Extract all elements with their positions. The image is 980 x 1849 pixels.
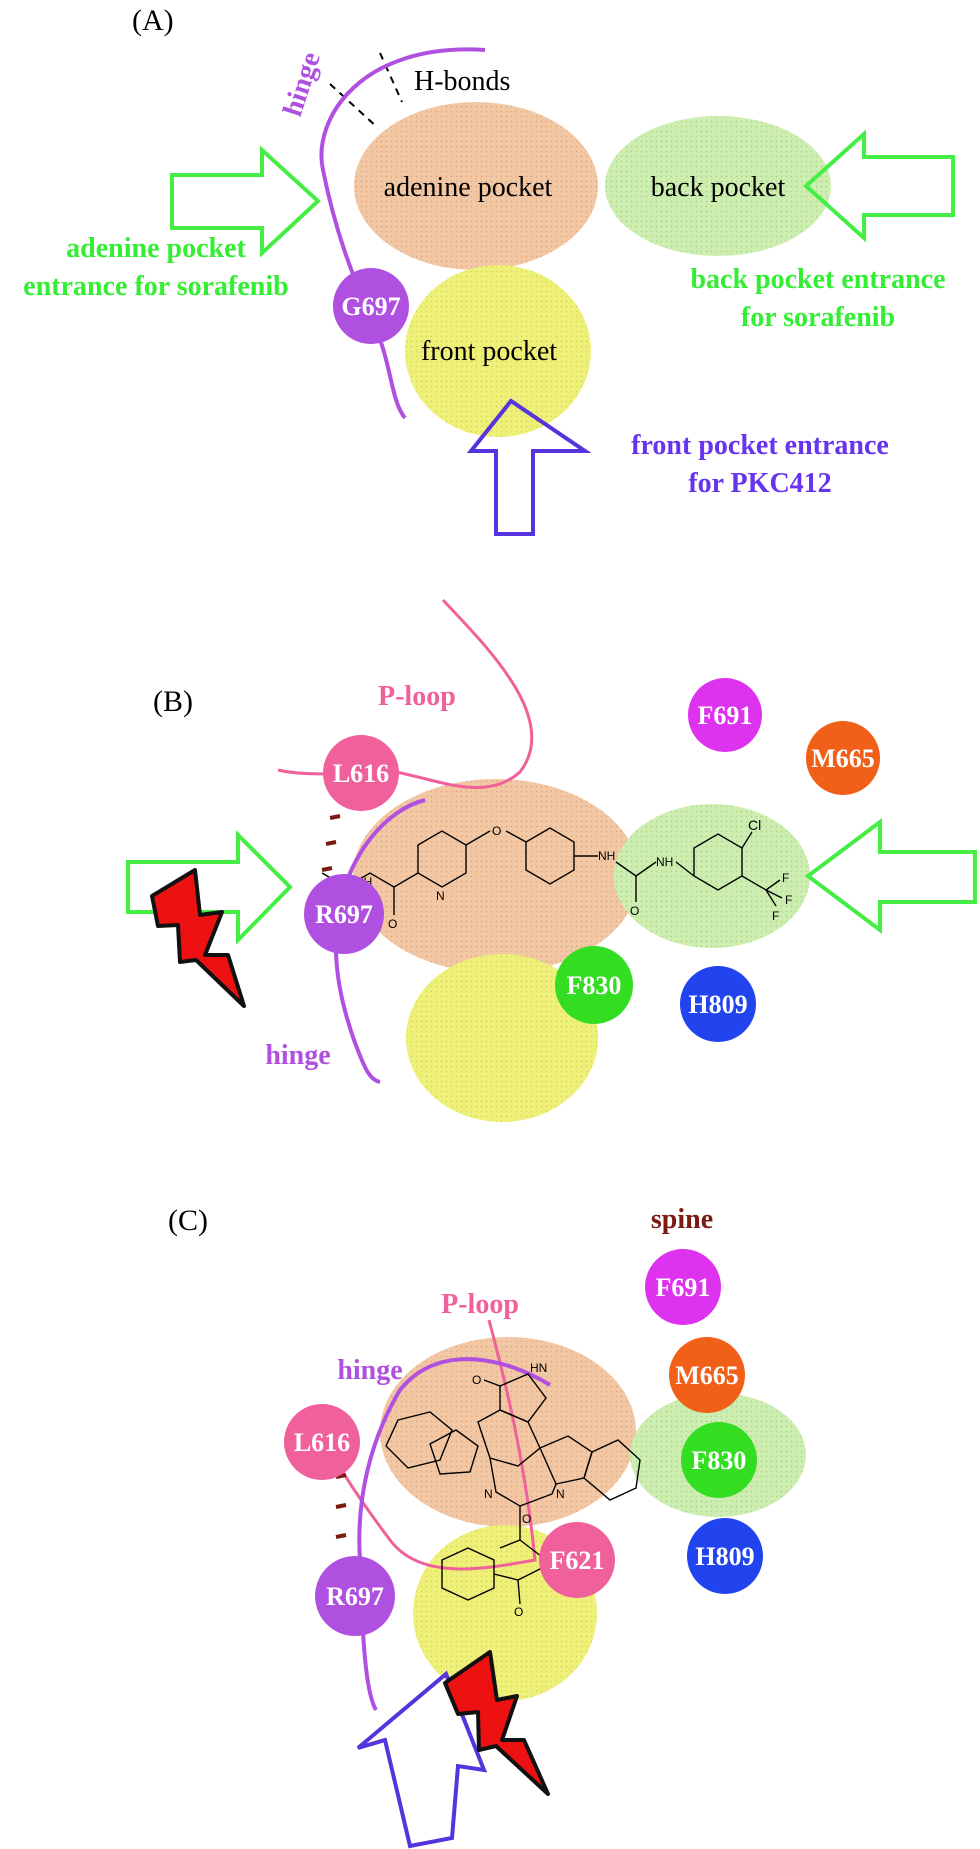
hinge-label: hinge [277,48,327,120]
adenine-entrance-line2: entrance for sorafenib [23,271,288,302]
front-entrance-line2: for PKC412 [688,468,831,499]
residue-f621 [539,1522,615,1598]
atom-label: O [514,1605,523,1619]
panel-b: (B) P-loop hinge [126,598,977,1122]
atom-label: N [556,1487,565,1501]
residue-label: F830 [567,971,622,1000]
adenine-pocket [353,779,639,973]
atom-label: HN [530,1361,547,1375]
atom-label: F [785,893,792,907]
residue-label: F691 [698,701,753,730]
back-pocket [614,804,810,948]
back-entrance-line1: back pocket entrance [690,264,945,295]
hollow-arrow-right-icon [170,145,321,258]
residue-label: F691 [656,1273,711,1302]
h-bonds-label: H-bonds [414,66,510,97]
panel-a-label: (A) [132,4,174,37]
h-bond-line [379,52,403,103]
residue-label: F830 [692,1446,747,1475]
panel-b-label: (B) [153,685,193,718]
p-loop-curve [323,1319,537,1571]
residue-label: M665 [675,1361,739,1390]
p-loop-label: P-loop [441,1289,519,1320]
atom-label: NH [598,849,615,863]
back-pocket [605,116,831,256]
adenine-pocket-label: adenine pocket [384,172,553,203]
p-loop-label: P-loop [378,681,456,712]
residue-label: L616 [333,759,389,788]
panel-a: (A) hinge H-bonds adenine pocket back po… [23,4,955,536]
hinge-curve [319,47,486,420]
hinge-curve [357,1357,552,1712]
residue-g697 [333,268,409,344]
atom-label: F [772,909,779,923]
residue-f691 [688,678,762,752]
lightning-bolt-icon [150,868,246,1008]
front-pocket-label: front pocket [421,336,557,367]
residue-label: R697 [326,1582,384,1611]
residue-l616 [323,735,399,811]
residue-f691 [645,1249,721,1325]
residue-label: G697 [341,292,400,321]
back-entrance-line2: for sorafenib [741,302,895,333]
hollow-arrow-left-icon [803,129,955,243]
back-pocket-label: back pocket [651,172,786,203]
panel-c: (C) spine P-loop hinge [168,1204,806,1849]
atom-label: O [492,824,501,838]
adenine-pocket [380,1337,636,1527]
hollow-arrow-left-icon [804,818,977,934]
residue-label: M665 [811,744,875,773]
front-entrance-line1: front pocket entrance [631,430,889,461]
residue-l616 [284,1404,360,1480]
adenine-entrance-line1: adenine pocket [66,233,246,264]
atom-label: O [522,1512,531,1526]
atom-label: F [782,871,789,885]
hinge-label: hinge [337,1355,402,1386]
atom-label: N [436,889,445,903]
residue-label: H809 [688,990,747,1019]
residue-r697 [315,1556,395,1636]
adenine-pocket [354,102,598,270]
front-pocket [406,954,598,1122]
residue-f830 [681,1422,757,1498]
residue-label: F621 [550,1546,605,1575]
residue-m665 [669,1337,745,1413]
residue-label: H809 [695,1542,754,1571]
residue-label: L616 [294,1428,350,1457]
atom-label: O [630,904,639,918]
residue-m665 [806,721,880,795]
atom-label: NH [656,855,673,869]
residue-f830 [555,946,633,1024]
residue-label: R697 [315,900,373,929]
h-bond-dashes [335,1473,347,1539]
hollow-arrow-right-icon [126,830,293,945]
lightning-bolt-icon [443,1650,550,1796]
atom-label: N [484,1487,493,1501]
front-pocket [405,265,591,437]
hinge-label: hinge [265,1040,330,1071]
atom-label: O [388,917,397,931]
residue-h809 [680,966,756,1042]
residue-h809 [687,1518,763,1594]
h-bond-line [329,83,379,129]
hollow-arrow-up-icon [356,1670,488,1849]
panel-c-label: (C) [168,1204,208,1237]
hollow-arrow-up-icon [466,398,592,536]
residue-r697 [304,874,384,954]
spine-label: spine [651,1204,713,1235]
atom-label: Cl [748,817,761,833]
atom-label: O [472,1373,481,1387]
